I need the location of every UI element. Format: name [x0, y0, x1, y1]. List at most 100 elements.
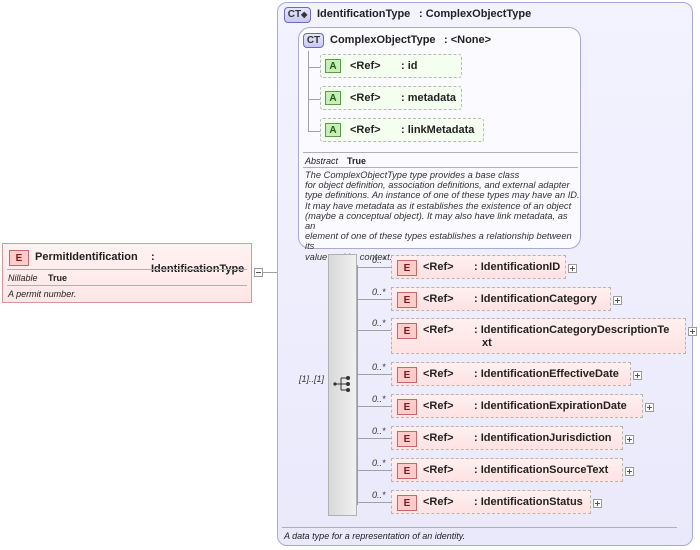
abstract-value: True [347, 156, 367, 166]
child-ref: <Ref> [423, 293, 454, 305]
expand-icon[interactable] [633, 371, 642, 380]
complex-type-name: IdentificationType [317, 8, 411, 20]
child-ref: <Ref> [423, 496, 454, 508]
connector-line [357, 438, 391, 439]
child-element[interactable]: E <Ref> : IdentificationEffectiveDate [391, 362, 631, 386]
child-cardinality: 0..* [372, 458, 386, 468]
element-badge: E [397, 463, 417, 479]
child-ref: <Ref> [423, 432, 454, 444]
child-element[interactable]: E <Ref> : IdentificationStatus [391, 490, 591, 514]
child-ref: <Ref> [423, 324, 454, 336]
child-name-wrap: xt [482, 337, 492, 349]
child-cardinality: 0..* [372, 394, 386, 404]
connector-line [308, 51, 309, 131]
abstract-label: Abstract [305, 156, 339, 166]
complex-type-base: : ComplexObjectType [419, 8, 532, 20]
sequence-compositor[interactable] [328, 254, 357, 516]
element-badge: E [397, 260, 417, 276]
description-line: type definitions. An instance of one of … [305, 190, 580, 201]
divider [282, 527, 677, 528]
element-badge: E [397, 495, 417, 511]
element-badge: E [397, 399, 417, 415]
child-name: : IdentificationExpirationDate [474, 400, 627, 412]
element-badge: E [397, 323, 417, 339]
element-badge: E [397, 367, 417, 383]
child-name: : IdentificationJurisdiction [474, 432, 612, 444]
child-element[interactable]: E <Ref> : IdentificationExpirationDate [391, 394, 643, 418]
element-badge: E [9, 250, 29, 266]
root-element-description: A permit number. [8, 289, 77, 299]
description-line: (maybe a conceptual object). It may also… [305, 210, 568, 232]
description-line: for object definition, association defin… [305, 180, 570, 191]
complex-type-description: A data type for a representation of an i… [284, 531, 466, 541]
base-type-base: : <None> [444, 34, 492, 46]
root-element-name: PermitIdentification [35, 251, 138, 263]
base-type-name: ComplexObjectType [330, 34, 436, 46]
element-badge: E [397, 431, 417, 447]
divider [303, 152, 578, 153]
child-element[interactable]: E <Ref> : IdentificationCategory [391, 287, 611, 311]
child-name: : IdentificationEffectiveDate [474, 368, 619, 380]
attribute-ref: <Ref> [350, 92, 381, 104]
child-element[interactable]: E <Ref> : IdentificationID [391, 255, 566, 279]
connector-line [357, 330, 391, 331]
base-type-description: The ComplexObjectType type provides a ba… [305, 170, 580, 262]
connector-line [357, 374, 391, 375]
connector-line [308, 99, 320, 100]
child-element[interactable]: E <Ref> : IdentificationJurisdiction [391, 426, 623, 450]
child-ref: <Ref> [423, 368, 454, 380]
child-cardinality: 0..* [372, 287, 386, 297]
collapse-icon[interactable] [254, 268, 263, 277]
attribute-id[interactable]: A <Ref> : id [320, 54, 462, 78]
attribute-name: : metadata [401, 92, 457, 104]
child-ref: <Ref> [423, 464, 454, 476]
child-cardinality: 0..* [372, 255, 386, 265]
child-name: : IdentificationCategory [474, 293, 597, 305]
connector-line [308, 131, 320, 132]
description-line: It may have metadata as it establishes t… [305, 200, 572, 211]
expand-icon[interactable] [645, 403, 654, 412]
nillable-label: Nillable [8, 273, 38, 283]
expand-icon[interactable] [625, 435, 634, 444]
complex-type-badge: CT◆ [284, 7, 311, 23]
root-element-box[interactable]: E PermitIdentification : IdentificationT… [2, 243, 252, 303]
connector-line [357, 406, 391, 407]
attribute-badge: A [325, 91, 341, 105]
child-name: : IdentificationID [474, 261, 561, 273]
attribute-metadata[interactable]: A <Ref> : metadata [320, 86, 462, 110]
expand-icon[interactable] [593, 499, 602, 508]
child-cardinality: 0..* [372, 318, 386, 328]
attribute-ref: <Ref> [350, 60, 381, 72]
child-name: : IdentificationStatus [474, 496, 583, 508]
attribute-badge: A [325, 123, 341, 137]
attribute-ref: <Ref> [350, 124, 381, 136]
connector-line [357, 299, 391, 300]
child-element[interactable]: E <Ref> : IdentificationCategoryDescript… [391, 318, 686, 354]
connector-line [357, 502, 391, 503]
description-line: element of one of these types establishe… [305, 231, 572, 252]
expand-icon[interactable] [688, 327, 697, 336]
connector-line [357, 265, 358, 505]
divider [7, 285, 247, 286]
expand-icon[interactable] [625, 467, 634, 476]
child-cardinality: 0..* [372, 490, 386, 500]
attribute-linkmetadata[interactable]: A <Ref> : linkMetadata [320, 118, 484, 142]
child-name: : IdentificationSourceText [474, 464, 609, 476]
root-element-type: : IdentificationType [151, 251, 245, 275]
divider [7, 269, 247, 270]
child-cardinality: 0..* [372, 426, 386, 436]
child-cardinality: 0..* [372, 362, 386, 372]
attribute-name: : id [401, 60, 418, 72]
complex-type-badge-text: CT [287, 9, 302, 20]
nillable-value: True [48, 273, 68, 283]
connector-line [263, 272, 287, 273]
expand-icon[interactable] [613, 296, 622, 305]
expand-icon[interactable] [568, 264, 577, 273]
description-line: The ComplexObjectType type provides a ba… [305, 170, 520, 180]
base-type-badge: CT [303, 33, 324, 48]
sequence-icon [333, 376, 350, 392]
divider [303, 167, 578, 168]
child-element[interactable]: E <Ref> : IdentificationSourceText [391, 458, 623, 482]
element-badge: E [397, 292, 417, 308]
attribute-badge: A [325, 59, 341, 73]
